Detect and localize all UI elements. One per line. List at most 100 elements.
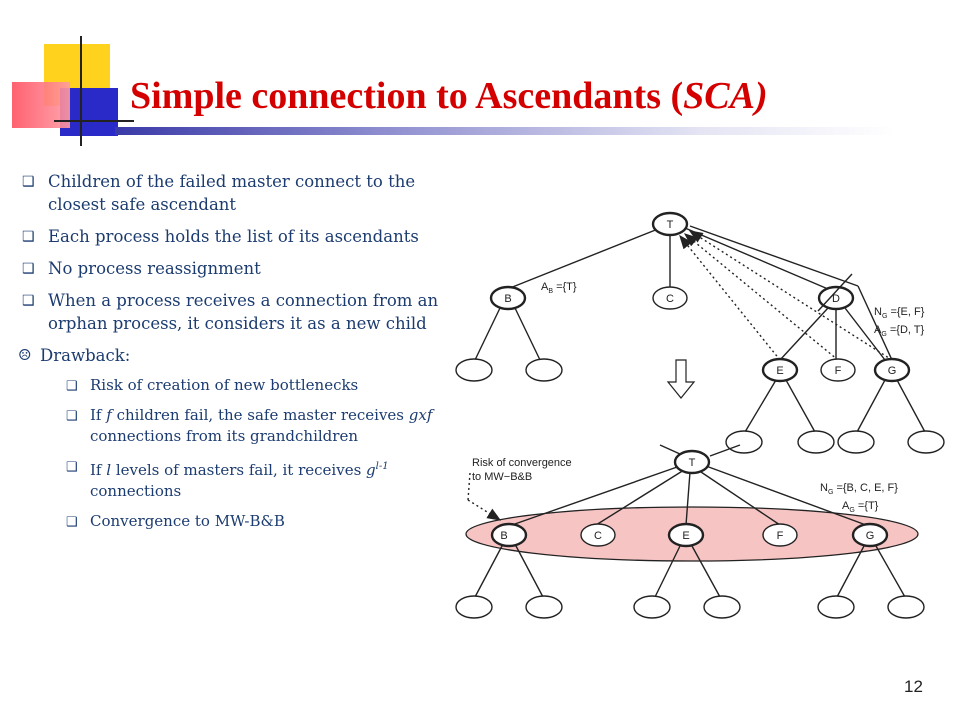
node-G bbox=[851, 522, 889, 548]
node-label: T bbox=[689, 457, 696, 469]
drawback-heading: ☹Drawback: bbox=[18, 344, 458, 367]
risk-label-line1: Risk of convergence bbox=[472, 457, 572, 469]
bullet-text: Children of the failed master connect to… bbox=[48, 172, 416, 214]
frowny-face-icon: ☹ bbox=[18, 346, 32, 364]
bullet-text: No process reassignment bbox=[48, 259, 261, 278]
edge bbox=[697, 469, 781, 526]
edge bbox=[705, 465, 867, 526]
leaf-node bbox=[633, 595, 671, 619]
node-label: T bbox=[667, 219, 674, 231]
square-bullet-icon: ❑ bbox=[66, 460, 78, 475]
title-underline bbox=[115, 127, 895, 135]
edge bbox=[779, 307, 829, 361]
node-label: G bbox=[888, 365, 897, 377]
node-T bbox=[651, 211, 689, 237]
bullet-text: Each process holds the list of its ascen… bbox=[48, 227, 419, 246]
square-bullet-icon: ❑ bbox=[22, 174, 35, 190]
sub-bullet-item: ❑If l levels of masters fail, it receive… bbox=[18, 456, 458, 502]
text-part: connections from its grandchildren bbox=[90, 427, 358, 445]
leaf-node bbox=[525, 595, 563, 619]
sub-bullet-item: ❑Convergence to MW-B&B bbox=[18, 511, 458, 532]
square-bullet-icon: ❑ bbox=[66, 409, 78, 424]
edge bbox=[836, 545, 865, 598]
logo-vertical-line bbox=[80, 36, 82, 146]
ag-annotation: AG ={T} bbox=[842, 500, 879, 514]
failed-mark bbox=[817, 273, 853, 312]
leaf-node bbox=[725, 430, 763, 454]
top-tree-labels: T B C D E F G bbox=[504, 219, 896, 377]
top-tree-annotations: AB ={T} NG ={E, F} AG ={D, T} bbox=[541, 281, 925, 338]
node-label: F bbox=[777, 530, 784, 542]
bullet-item: ❑ Children of the failed master connect t… bbox=[18, 170, 458, 216]
ag-annotation: AG ={D, T} bbox=[874, 324, 925, 338]
edge bbox=[875, 545, 906, 598]
node-label: E bbox=[682, 530, 689, 542]
node-B bbox=[490, 522, 528, 548]
bottom-tree-labels: T B C E F G bbox=[500, 457, 874, 542]
square-bullet-icon: ❑ bbox=[66, 515, 78, 530]
text-var: gxf bbox=[408, 406, 433, 424]
text-exponent: l-1 bbox=[375, 461, 389, 472]
node-E bbox=[667, 522, 705, 548]
node-D bbox=[817, 285, 855, 311]
text-part: If bbox=[90, 406, 107, 424]
leaf-node bbox=[455, 358, 493, 382]
square-bullet-icon: ❑ bbox=[66, 379, 78, 394]
node-F bbox=[820, 358, 856, 382]
node-label: E bbox=[776, 365, 783, 377]
text-var: g bbox=[366, 461, 376, 479]
square-bullet-icon: ❑ bbox=[22, 261, 35, 277]
risk-label-line2: to MW−B&B bbox=[472, 471, 532, 483]
ng-annotation: NG ={E, F} bbox=[874, 306, 925, 320]
edge bbox=[595, 469, 685, 526]
edge bbox=[689, 225, 859, 287]
slide-logo-decoration bbox=[0, 0, 140, 150]
edge bbox=[785, 379, 816, 433]
risk-pointer bbox=[467, 472, 471, 501]
title-main: Simple connection to Ascendants ( bbox=[130, 75, 684, 117]
text-var: l bbox=[106, 461, 112, 479]
ab-annotation: AB ={T} bbox=[541, 281, 577, 295]
edge bbox=[514, 307, 541, 361]
edge bbox=[896, 379, 926, 433]
leaf-node bbox=[887, 595, 925, 619]
bullet-item: ❑ No process reassignment bbox=[18, 257, 458, 280]
leaf-node bbox=[455, 595, 493, 619]
sub-bullet-item: ❑ Risk of creation of new bottlenecks bbox=[18, 375, 458, 396]
edge bbox=[509, 228, 659, 289]
node-label: G bbox=[866, 530, 875, 542]
leaf-node bbox=[817, 595, 855, 619]
node-T bbox=[673, 449, 711, 475]
ng-annotation: NG ={B, C, E, F} bbox=[820, 482, 898, 496]
edge bbox=[654, 545, 681, 598]
top-tree bbox=[455, 211, 945, 454]
node-E bbox=[761, 357, 799, 383]
edge bbox=[511, 465, 681, 526]
bottom-tree bbox=[455, 444, 925, 619]
edge bbox=[685, 471, 691, 526]
text-part: If bbox=[90, 461, 107, 479]
edge bbox=[691, 545, 721, 598]
page-number: 12 bbox=[904, 677, 923, 696]
node-C bbox=[652, 286, 688, 310]
sub-bullet-text: Risk of creation of new bottlenecks bbox=[90, 376, 359, 394]
square-bullet-icon: ❑ bbox=[22, 229, 35, 245]
leaf-node bbox=[837, 430, 875, 454]
node-C bbox=[580, 523, 616, 547]
slide-title: Simple connection to Ascendants (SCA) bbox=[130, 74, 950, 118]
square-bullet-icon: ❑ bbox=[22, 293, 35, 309]
leaf-node bbox=[797, 430, 835, 454]
node-label: B bbox=[500, 530, 507, 542]
text-part: children fail, the safe master receives bbox=[111, 406, 409, 424]
edge bbox=[515, 545, 544, 598]
edge bbox=[684, 227, 829, 290]
sub-bullet-item: ❑If f children fail, the safe master rec… bbox=[18, 405, 458, 447]
edge bbox=[474, 545, 503, 598]
bullet-item: ❑ Each process holds the list of its asce… bbox=[18, 225, 458, 248]
node-label: F bbox=[835, 365, 842, 377]
text-part: connections bbox=[90, 482, 182, 500]
bullet-text: When a process receives a connection fro… bbox=[48, 291, 439, 333]
leaf-node bbox=[703, 595, 741, 619]
edge bbox=[857, 285, 893, 361]
orphan-connection bbox=[683, 233, 839, 361]
